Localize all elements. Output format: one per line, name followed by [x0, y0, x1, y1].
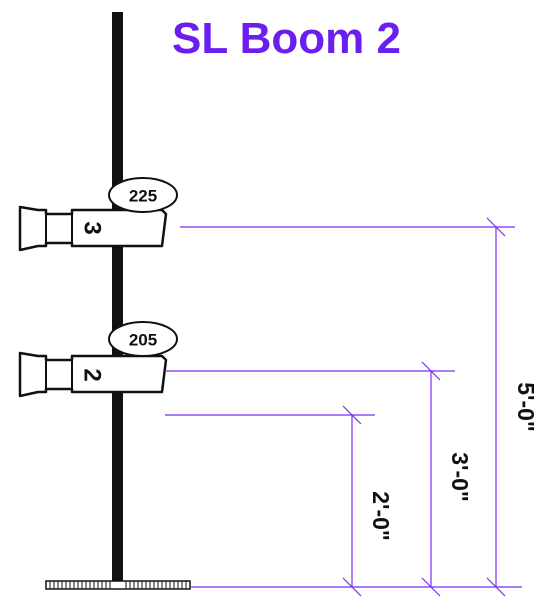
dimension-2ft: [165, 405, 375, 597]
fixture-unit-3[interactable]: 3 225: [18, 177, 178, 252]
fixture-unit-label: 3: [79, 221, 106, 234]
fixture-unit-label: 2: [79, 368, 106, 381]
fixture-unit-2[interactable]: 2 205: [18, 321, 178, 398]
channel-bubble: [108, 321, 178, 357]
channel-label: 225: [129, 187, 157, 206]
dimension-label-5ft: 5'-0": [513, 382, 539, 432]
boom-pipe: [112, 12, 123, 587]
diagram-title: SL Boom 2: [172, 14, 402, 63]
dimension-label-2ft: 2'-0": [368, 491, 394, 541]
dimension-label-3ft: 3'-0": [447, 452, 473, 502]
dimension-5ft: [180, 217, 515, 597]
dimension-3ft: [165, 361, 455, 597]
channel-bubble: [108, 177, 178, 213]
channel-label: 205: [129, 331, 157, 350]
boom-base: [45, 580, 191, 590]
